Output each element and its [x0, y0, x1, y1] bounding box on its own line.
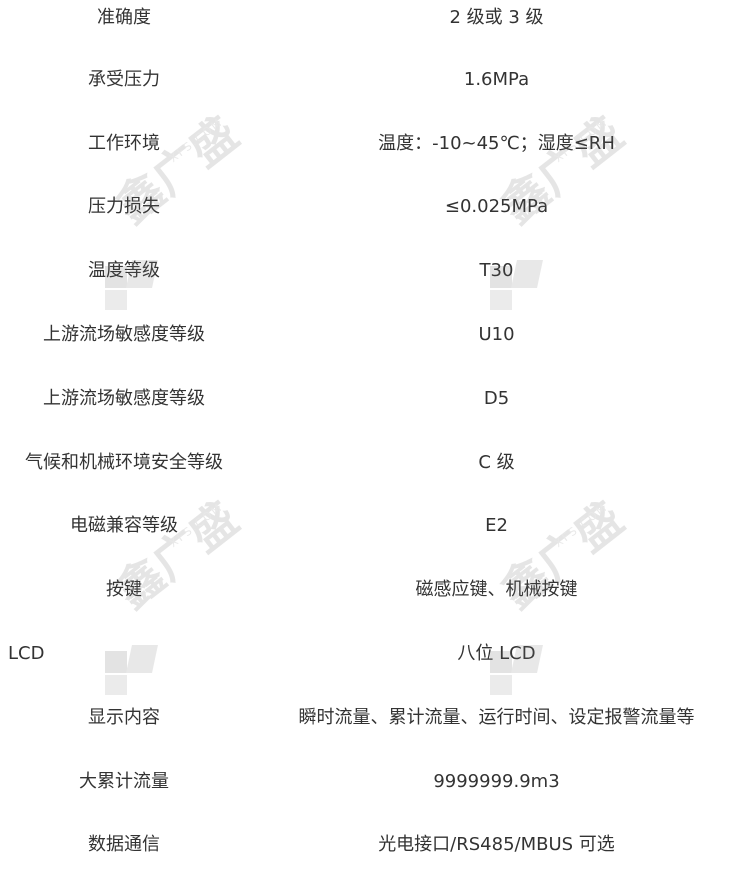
table-row: 电磁兼容等级 E2: [0, 495, 745, 559]
table-row: 大累计流量 9999999.9m3: [0, 750, 745, 814]
table-row: 上游流场敏感度等级 U10: [0, 303, 745, 367]
row-value: U10: [478, 324, 515, 346]
row-value: 光电接口/RS485/MBUS 可选: [378, 834, 615, 856]
row-label: LCD: [8, 643, 45, 665]
table-row: 按键 磁感应键、机械按键: [0, 558, 745, 622]
table-row: 承受压力 1.6MPa: [0, 48, 745, 112]
row-value: 八位 LCD: [457, 643, 536, 665]
row-label: 工作环境: [88, 132, 160, 154]
row-label: 承受压力: [88, 68, 160, 90]
row-value: C 级: [478, 451, 515, 473]
row-value: E2: [485, 515, 508, 537]
row-value: 2 级或 3 级: [449, 7, 544, 28]
table-row: 气候和机械环境安全等级 C 级: [0, 431, 745, 495]
row-label: 上游流场敏感度等级: [43, 324, 205, 346]
table-row: 数据通信 光电接口/RS485/MBUS 可选: [0, 814, 745, 877]
table-row: 准确度 2 级或 3 级: [0, 0, 745, 48]
row-value: D5: [483, 387, 510, 409]
row-label: 显示内容: [88, 706, 160, 728]
row-label: 气候和机械环境安全等级: [25, 451, 223, 473]
row-label: 大累计流量: [79, 770, 169, 792]
row-label: 上游流场敏感度等级: [43, 387, 205, 409]
table-row: 显示内容 瞬时流量、累计流量、运行时间、设定报警流量等: [0, 686, 745, 750]
row-value: 磁感应键、机械按键: [415, 579, 578, 601]
row-label: 数据通信: [88, 834, 160, 856]
row-label: 温度等级: [88, 260, 160, 282]
row-value: 9999999.9m3: [433, 770, 560, 792]
table-row: 工作环境 温度：-10~45℃；湿度≤RH: [0, 112, 745, 176]
row-value: ≤0.025MPa: [444, 196, 549, 218]
row-label: 电磁兼容等级: [70, 515, 178, 537]
row-label: 按键: [106, 579, 142, 601]
table-row: LCD 八位 LCD: [0, 622, 745, 686]
row-value: 温度：-10~45℃；湿度≤RH: [378, 132, 615, 154]
table-row: 压力损失 ≤0.025MPa: [0, 176, 745, 240]
table-row: 温度等级 T30: [0, 239, 745, 303]
row-label: 压力损失: [88, 196, 160, 218]
row-value: T30: [479, 260, 514, 282]
row-value: 瞬时流量、累计流量、运行时间、设定报警流量等: [298, 706, 695, 728]
row-value: 1.6MPa: [463, 68, 530, 90]
table-row: 上游流场敏感度等级 D5: [0, 367, 745, 431]
row-label: 准确度: [97, 7, 151, 28]
